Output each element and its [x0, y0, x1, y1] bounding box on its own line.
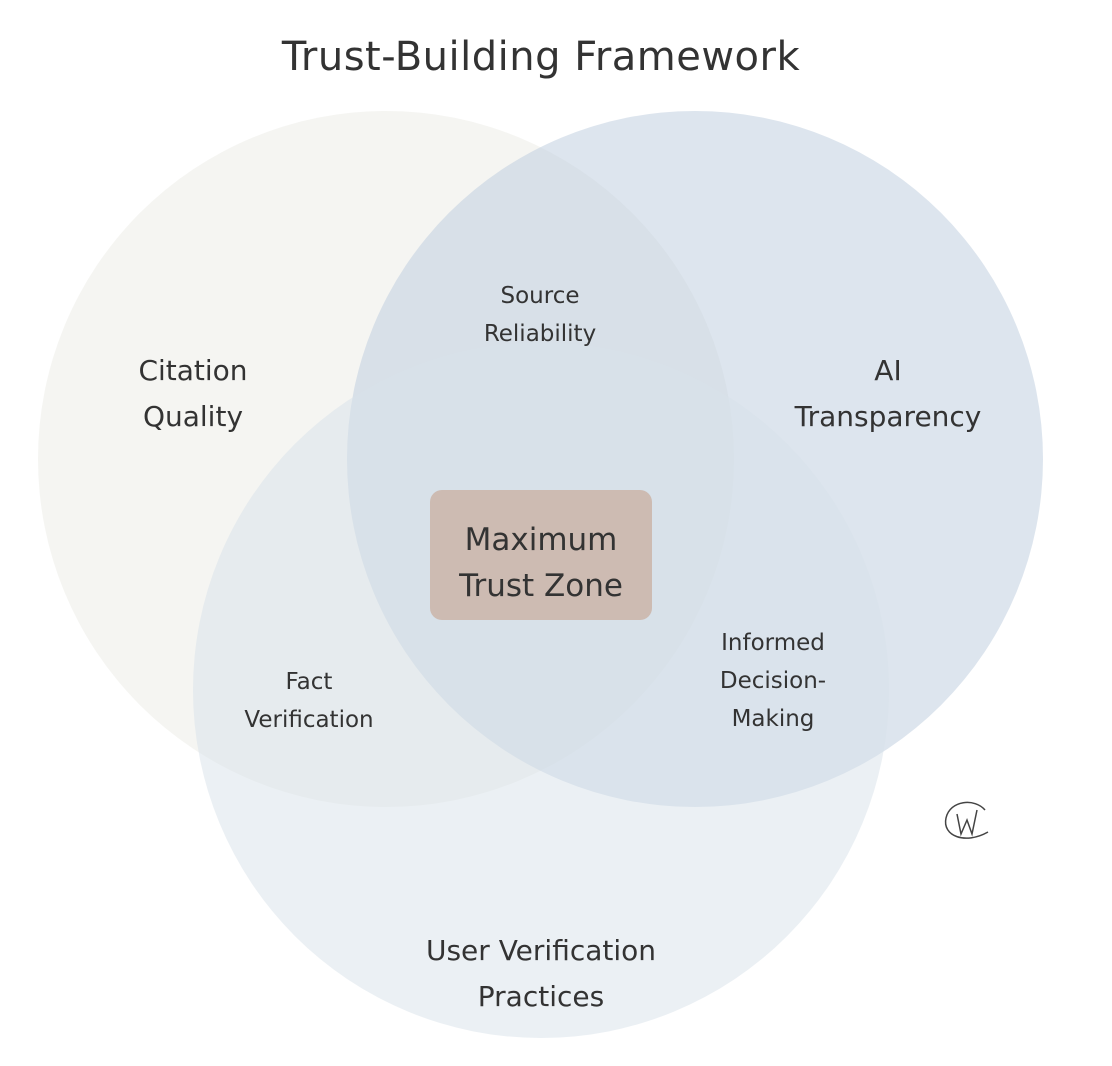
label-maximum-trust-zone: Maximum Trust Zone: [459, 517, 623, 609]
label-line: Informed: [721, 630, 825, 656]
label-line: Maximum: [464, 522, 618, 558]
diagram-title: Trust-Building Framework: [281, 34, 801, 80]
label-line: AI: [874, 354, 902, 387]
label-line: Decision-: [719, 668, 827, 694]
label-informed-decision-making: Informed Decision- Making: [720, 624, 826, 738]
circle-user-verification: [193, 342, 889, 1038]
label-line: Reliability: [483, 321, 597, 347]
label-line: Trust Zone: [459, 568, 623, 604]
label-citation-quality: Citation Quality: [138, 348, 247, 440]
label-ai-transparency: AI Transparency: [795, 348, 982, 440]
label-line: Practices: [477, 980, 605, 1013]
label-source-reliability: Source Reliability: [484, 277, 596, 353]
label-fact-verification: Fact Verification: [244, 663, 373, 739]
label-line: Quality: [142, 400, 244, 433]
label-line: User Verification: [425, 934, 657, 967]
label-line: Making: [731, 706, 815, 732]
label-line: Fact: [285, 669, 333, 695]
label-line: Transparency: [794, 400, 982, 433]
maximum-trust-zone-box: [430, 490, 652, 620]
logo-icon: [944, 801, 989, 839]
label-user-verification: User Verification Practices: [426, 928, 656, 1020]
label-line: Citation: [138, 354, 248, 387]
label-line: Source: [500, 283, 580, 309]
label-line: Verification: [244, 707, 374, 733]
